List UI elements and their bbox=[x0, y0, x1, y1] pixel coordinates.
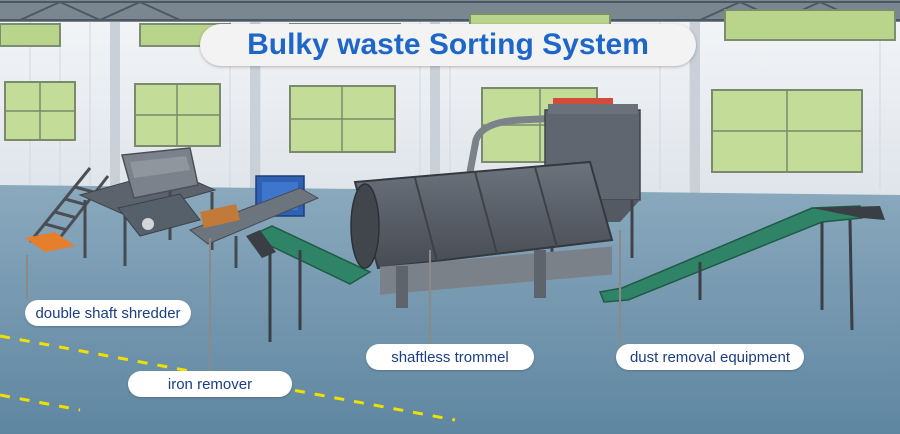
trommel-base bbox=[380, 246, 612, 295]
warning-line bbox=[0, 334, 456, 422]
trommel-legs bbox=[396, 250, 546, 308]
page-title: Bulky waste Sorting System bbox=[200, 24, 696, 66]
feed-conveyor-legs bbox=[268, 246, 302, 342]
shredder-body bbox=[117, 193, 201, 237]
label-shaftless-trommel: shaftless trommel bbox=[366, 344, 534, 370]
trommel-ribs bbox=[414, 166, 558, 262]
shredder-stairs bbox=[28, 167, 110, 249]
output-conveyor-legs bbox=[698, 219, 854, 331]
dust-collector-top bbox=[553, 98, 613, 104]
dust-duct bbox=[466, 114, 561, 173]
feed-conveyor bbox=[248, 225, 372, 285]
columns bbox=[110, 22, 700, 197]
label-dust-removal-equipment: dust removal equipment bbox=[616, 344, 804, 370]
trommel-inlet bbox=[350, 183, 380, 269]
label-double-shaft-shredder: double shaft shredder bbox=[25, 300, 191, 326]
iron-remover-conveyor bbox=[188, 187, 320, 245]
stair-landing bbox=[25, 232, 75, 252]
roof bbox=[0, 0, 900, 22]
label-iron-remover: iron remover bbox=[128, 371, 292, 397]
iron-remover bbox=[200, 204, 240, 228]
